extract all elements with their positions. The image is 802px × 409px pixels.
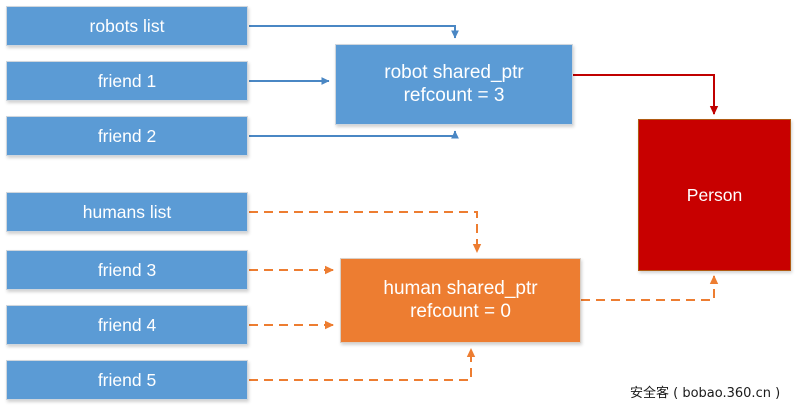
human-shared-ptr-refcount: refcount = 0: [410, 300, 511, 322]
robot-shared-ptr-box[interactable]: robot shared_ptr refcount = 3: [335, 44, 573, 125]
list-box-friend-1[interactable]: friend 1: [6, 61, 248, 101]
list-box-humans-list[interactable]: humans list: [6, 192, 248, 232]
robot-shared-ptr-refcount: refcount = 3: [403, 84, 505, 106]
list-box-friend-5[interactable]: friend 5: [6, 360, 248, 400]
person-object-box[interactable]: Person: [638, 119, 791, 271]
list-box-friend-3[interactable]: friend 3: [6, 250, 248, 290]
list-box-label: friend 4: [97, 314, 157, 335]
list-box-friend-2[interactable]: friend 2: [6, 116, 248, 156]
edge-robots-list-to-robot-ptr: [249, 25, 459, 39]
human-shared-ptr-title: human shared_ptr: [383, 278, 538, 300]
list-box-robots-list[interactable]: robots list: [6, 6, 248, 46]
list-box-label: humans list: [82, 201, 172, 222]
list-box-friend-4[interactable]: friend 4: [6, 305, 248, 345]
robot-shared-ptr-title: robot shared_ptr: [384, 62, 524, 84]
person-label: Person: [686, 184, 743, 205]
list-box-label: friend 5: [97, 369, 157, 390]
list-box-label: friend 2: [97, 125, 157, 146]
edge-friend5-to-human-ptr: [249, 348, 476, 381]
edge-humans-list-to-human-ptr: [249, 211, 482, 253]
watermark-text: 安全客 ( bobao.360.cn ): [630, 386, 781, 401]
edge-friend2-to-robot-ptr: [249, 130, 459, 139]
list-box-label: robots list: [89, 15, 165, 36]
edge-human-ptr-to-person: [581, 275, 719, 301]
list-box-label: friend 3: [97, 259, 157, 280]
human-shared-ptr-box[interactable]: human shared_ptr refcount = 0: [340, 258, 581, 343]
list-box-label: friend 1: [97, 70, 157, 91]
edge-robot-ptr-to-person: [573, 74, 719, 115]
